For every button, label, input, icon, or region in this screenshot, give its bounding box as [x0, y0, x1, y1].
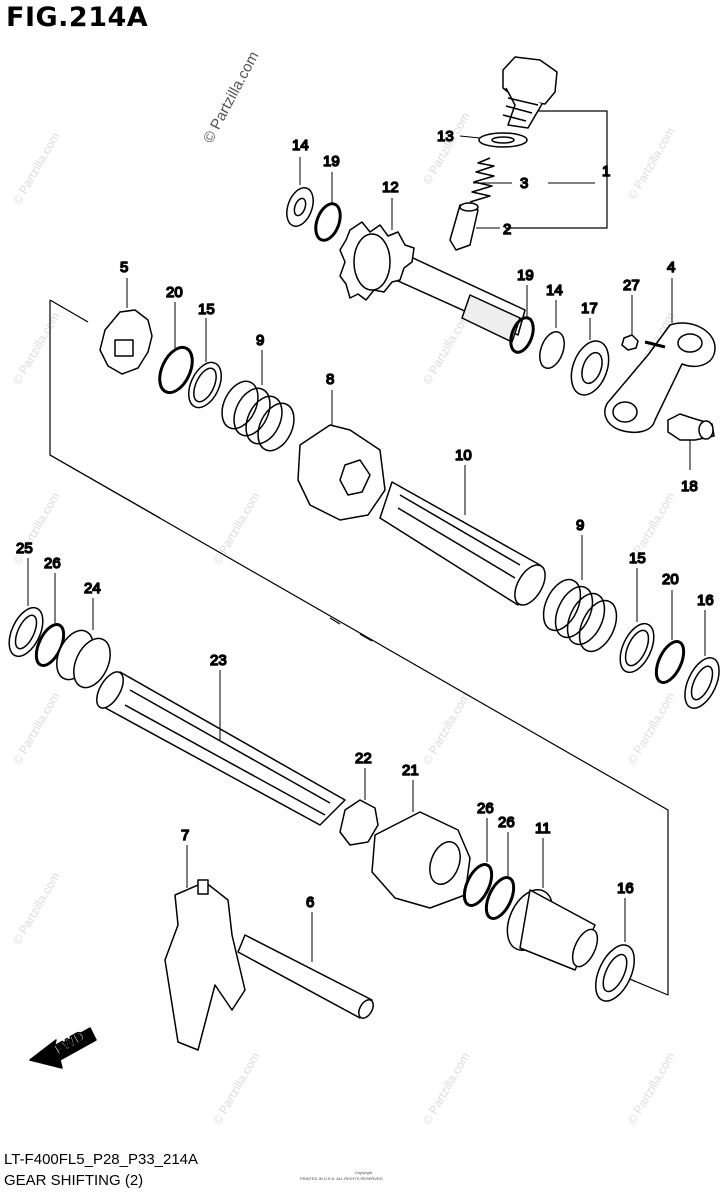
- callout-number: 26: [498, 814, 515, 831]
- part-washer-16b-hole: [602, 953, 628, 993]
- callout-number: 9: [256, 332, 264, 349]
- figure-title: FIG.214A: [6, 2, 149, 33]
- callout-number: 2: [503, 221, 511, 238]
- part-cam-guide-22: [339, 799, 379, 846]
- callout-number: 14: [292, 137, 309, 154]
- callout-number: 13: [437, 128, 454, 145]
- part-washer-25-hole: [14, 614, 38, 650]
- part-washer-14-hole: [293, 197, 307, 217]
- callout-number: 26: [44, 555, 61, 572]
- callout-labels: 1 2 3 4 5 6 7 8 9 9 10 11 12 13 14 14 15…: [15, 127, 714, 912]
- part-shift-arm-4: [604, 322, 716, 433]
- part-spring-3: [469, 157, 495, 203]
- callout-number: 3: [520, 175, 528, 192]
- part-circlip-20: [158, 345, 194, 395]
- part-fork-shaft-6: [237, 934, 374, 1019]
- part-washer-15b-hole: [624, 629, 650, 667]
- part-bushing-11: [506, 889, 599, 971]
- callout-number: 18: [681, 478, 698, 495]
- callout-number: 19: [323, 153, 340, 170]
- callout-number: 20: [662, 571, 679, 588]
- part-shift-shaft-12: [339, 221, 526, 343]
- callout-number: 15: [198, 301, 215, 318]
- callout-number: 10: [455, 447, 472, 464]
- section-title: GEAR SHIFTING (2): [4, 1172, 144, 1189]
- part-circlip-19: [314, 202, 342, 242]
- callout-number: 19: [517, 267, 534, 284]
- part-circlip-19b: [509, 316, 535, 354]
- callout-number: 15: [629, 550, 646, 567]
- callout-number: 5: [120, 259, 128, 276]
- callout-number: 24: [84, 580, 101, 597]
- part-cam-stopper-5: [99, 309, 153, 375]
- part-gear-shift-cam-8: [297, 424, 386, 521]
- part-cam-21: [371, 811, 471, 909]
- model-code: LT-F400FL5_P28_P33_214A: [4, 1151, 199, 1168]
- callout-number: 27: [623, 277, 640, 294]
- callout-number: 12: [382, 179, 399, 196]
- fine-print-copyright: Copyright: [355, 1170, 373, 1175]
- callout-number: 4: [667, 259, 675, 276]
- part-bolt: [502, 56, 558, 129]
- callout-number: 25: [16, 540, 33, 557]
- part-circlip-26b: [462, 863, 494, 907]
- callout-number: 14: [546, 282, 563, 299]
- part-shift-fork-7: [164, 879, 246, 1051]
- assembly-frame-lines: [49, 110, 669, 996]
- callout-number: 7: [181, 827, 189, 844]
- part-spring-9b: [542, 578, 618, 653]
- callout-number: 1: [602, 163, 610, 180]
- part-bolt-18: [667, 413, 715, 441]
- callout-number: 16: [617, 880, 634, 897]
- part-washer-16-hole: [690, 665, 714, 701]
- part-circlip-26c: [484, 876, 516, 920]
- callout-number: 11: [535, 820, 551, 837]
- part-pin-2-top: [459, 202, 479, 212]
- callout-number: 6: [306, 894, 314, 911]
- callout-number: 9: [576, 517, 584, 534]
- callout-number: 8: [326, 371, 334, 388]
- part-pin-2: [449, 204, 479, 251]
- part-washer-15-hole: [193, 367, 217, 403]
- callout-number: 23: [210, 652, 227, 669]
- part-washer-14b: [539, 331, 565, 369]
- callout-number: 26: [477, 800, 494, 817]
- fine-print-rights: PRINTED IN U.S.A. ALL RIGHTS RESERVED: [300, 1176, 383, 1181]
- part-bearing-24: [56, 629, 111, 689]
- callout-number: 20: [166, 284, 183, 301]
- callout-number: 16: [697, 592, 714, 609]
- part-spring-9: [221, 380, 295, 452]
- part-shift-drum-23: [96, 671, 346, 826]
- part-washer-13-hole: [491, 136, 515, 144]
- part-oil-seal-17: [570, 340, 610, 396]
- fwd-arrow-icon: [29, 1027, 97, 1069]
- callout-number: 17: [581, 300, 598, 317]
- part-nut-27: [621, 334, 639, 351]
- part-shift-shaft-10: [379, 481, 546, 606]
- part-circlip-20b: [654, 640, 686, 684]
- callout-number: 21: [402, 762, 419, 779]
- callout-number: 22: [355, 750, 372, 767]
